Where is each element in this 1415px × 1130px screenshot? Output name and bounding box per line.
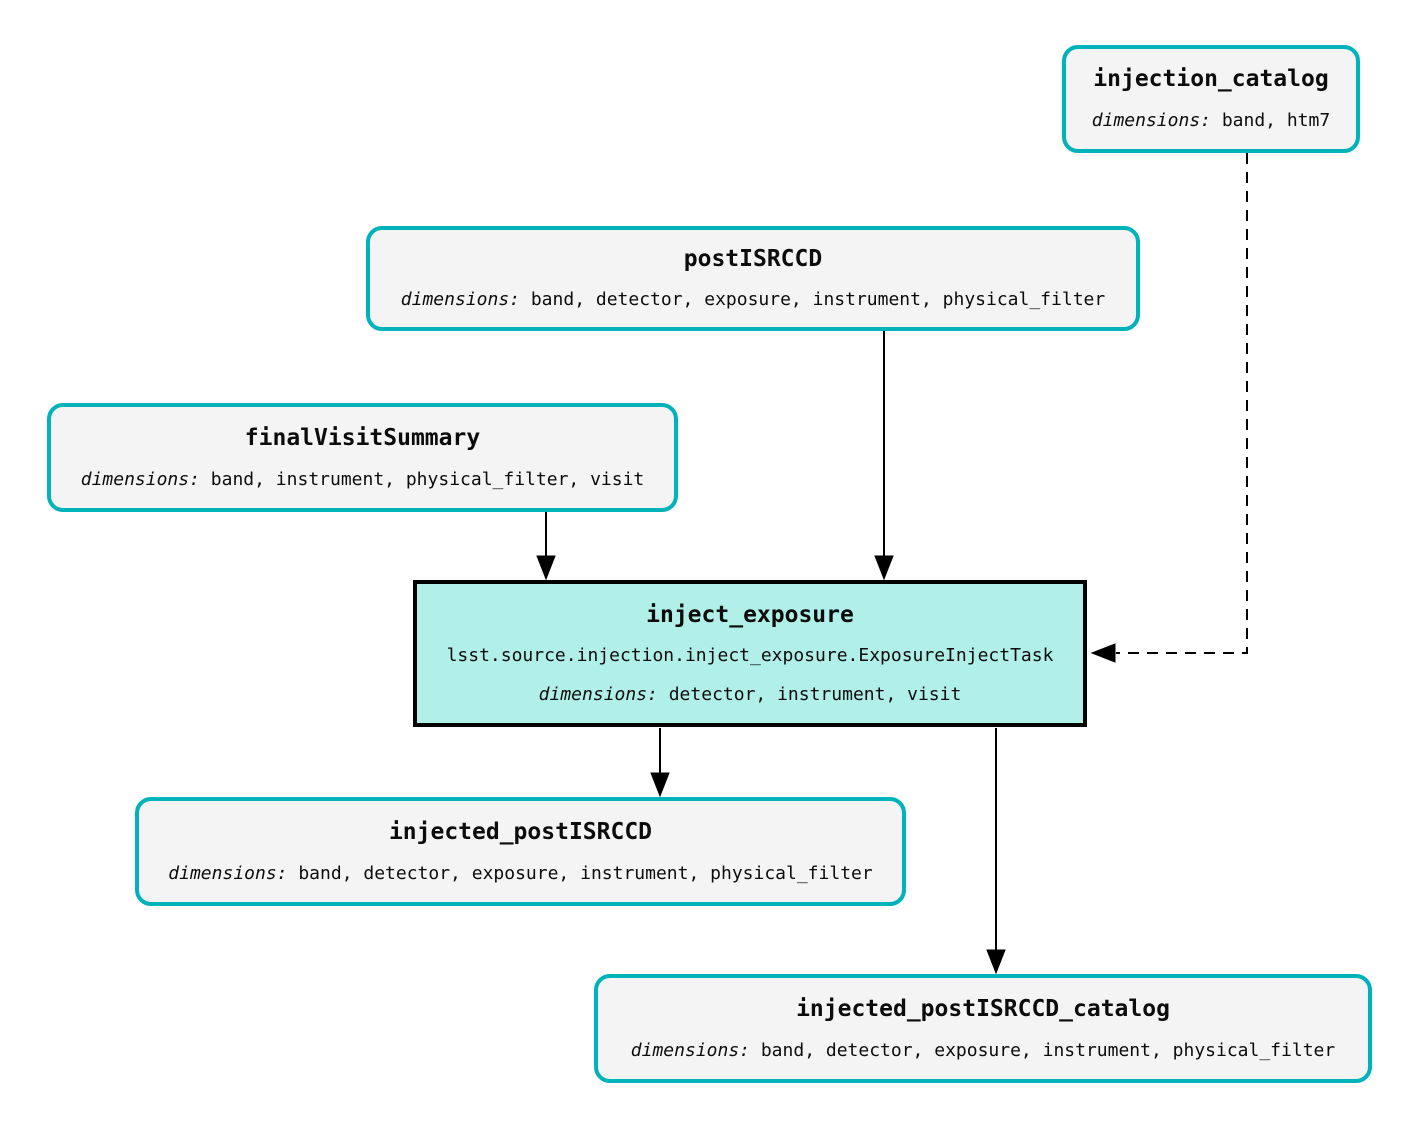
node-dimensions-row: dimensions: band, instrument, physical_fi…	[80, 468, 645, 490]
node-inject-exposure-task: inject_exposure lsst.source.injection.in…	[413, 580, 1087, 727]
dimensions-value: band, htm7	[1221, 109, 1331, 131]
node-injection-catalog: injection_catalog dimensions: band, htm7	[1062, 45, 1360, 153]
node-dimensions-row: dimensions: band, htm7	[1091, 109, 1331, 131]
node-title: inject_exposure	[646, 601, 854, 628]
edge-postisrccd-to-inject-exposure	[874, 331, 894, 581]
node-dimensions-row: dimensions: band, detector, exposure, ins…	[400, 288, 1106, 310]
edge-injection-catalog-to-inject-exposure	[1090, 153, 1248, 663]
dimensions-label: dimensions:	[400, 288, 521, 310]
node-title: injected_postISRCCD	[388, 818, 653, 845]
node-dimensions-row: dimensions: band, detector, exposure, ins…	[168, 862, 873, 884]
node-dimensions-row: dimensions: band, detector, exposure, ins…	[630, 1039, 1336, 1061]
dimensions-label: dimensions:	[168, 862, 288, 884]
dimensions-value: band, instrument, physical_filter, visit	[210, 468, 645, 490]
edge-inject-exposure-to-injected-postisrccd	[650, 728, 670, 798]
dimensions-value: band, detector, exposure, instrument, ph…	[760, 1039, 1336, 1061]
dimensions-label: dimensions:	[538, 683, 658, 705]
dimensions-value: band, detector, exposure, instrument, ph…	[530, 288, 1106, 310]
node-title: postISRCCD	[683, 246, 823, 273]
dimensions-value: band, detector, exposure, instrument, ph…	[298, 862, 873, 884]
dimensions-label: dimensions:	[630, 1039, 751, 1061]
node-title: finalVisitSummary	[244, 424, 481, 451]
edge-finalvisitsummary-to-inject-exposure	[536, 512, 556, 581]
dimensions-value: detector, instrument, visit	[668, 683, 962, 705]
dimensions-label: dimensions:	[1091, 109, 1211, 131]
edge-inject-exposure-to-injected-postisrccd-catalog	[986, 728, 1006, 975]
node-finalvisitsummary: finalVisitSummary dimensions: band, instr…	[47, 403, 678, 512]
node-postisrccd: postISRCCD dimensions: band, detector, ex…	[366, 226, 1140, 331]
node-title: injected_postISRCCD_catalog	[796, 995, 1170, 1022]
dimensions-label: dimensions:	[80, 468, 200, 490]
node-title: injection_catalog	[1093, 66, 1329, 93]
node-injected-postisrccd: injected_postISRCCD dimensions: band, det…	[135, 797, 906, 906]
task-class: lsst.source.injection.inject_exposure.Ex…	[446, 645, 1054, 667]
node-dimensions-row: dimensions: detector, instrument, visit	[538, 683, 962, 705]
node-injected-postisrccd-catalog: injected_postISRCCD_catalog dimensions: b…	[594, 974, 1372, 1083]
